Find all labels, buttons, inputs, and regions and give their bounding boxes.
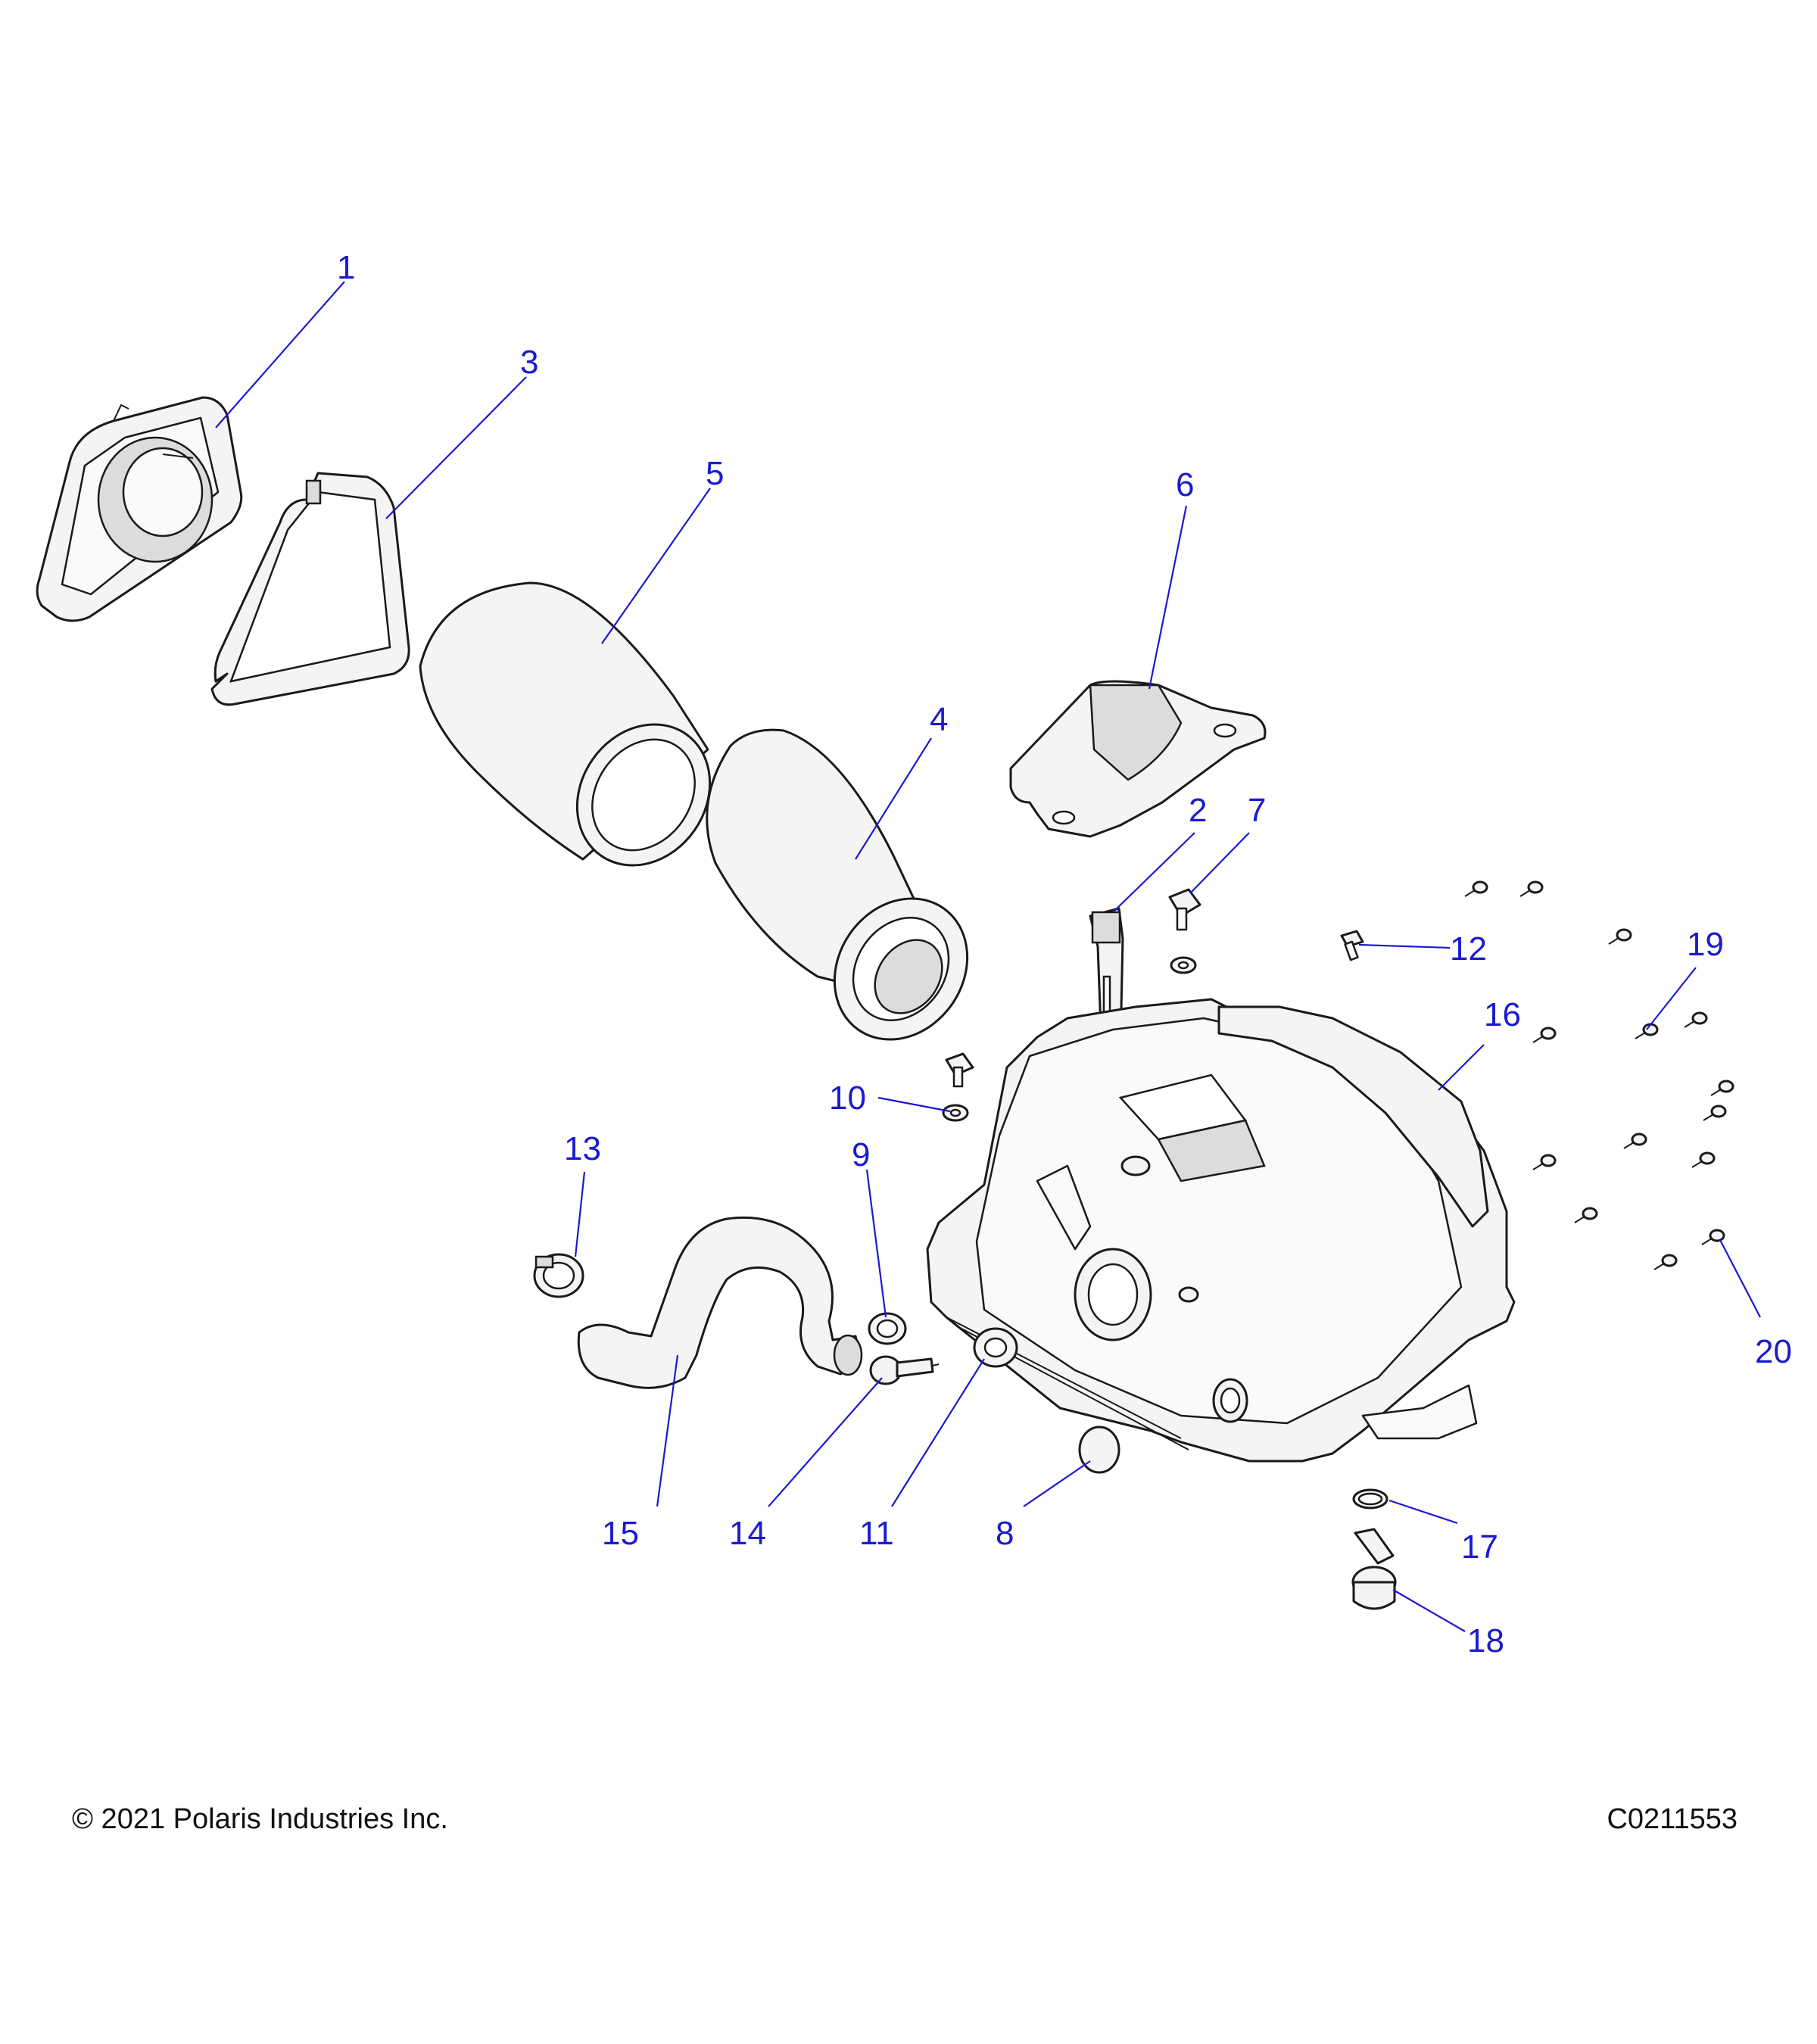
callouts: 1 3 5 6 4 2 7 12 19 16 10 13 9 20 15 14 … [337,249,1792,1659]
part-4-air-filter [706,728,969,1041]
callout-15: 15 [602,1515,639,1552]
part-1-intake-adapter [36,396,243,622]
callout-8: 8 [996,1515,1014,1552]
part-17-oring [1352,1488,1388,1510]
callout-19: 19 [1687,926,1724,963]
callout-10: 10 [829,1080,866,1117]
callout-18: 18 [1467,1622,1504,1659]
part-18-drain-valve [1351,1528,1397,1610]
part-9-clamp [868,1312,907,1345]
callout-4: 4 [930,701,948,738]
part-13-clamp [533,1253,584,1298]
screw [1464,880,1734,1270]
copyright-notice: © 2021 Polaris Industries Inc. [72,1803,448,1835]
part-12-bolt [1340,930,1364,961]
callout-13: 13 [564,1130,601,1167]
callout-11: 11 [859,1515,894,1552]
part-11-grommet [973,1327,1018,1368]
callout-5: 5 [706,455,724,492]
part-6-cover-plate [1009,680,1267,838]
screw-set-19-20 [1464,880,1734,1270]
part-10-bolt [942,1052,974,1122]
part-8-plug [1078,1426,1120,1474]
part-15-hose [577,1216,863,1389]
part-7-bolt [1168,888,1201,974]
part-3-gasket [210,472,410,706]
part-14-valve [869,1355,940,1385]
callout-12: 12 [1450,930,1487,967]
leader-lines [215,281,1761,1632]
callout-2: 2 [1189,792,1207,829]
drawing-number: C0211553 [1607,1803,1738,1835]
callout-3: 3 [520,344,538,381]
part-5-prefilter-sleeve [419,581,712,867]
callout-16: 16 [1484,996,1521,1033]
callout-20: 20 [1755,1333,1792,1370]
callout-7: 7 [1248,792,1266,829]
callout-17: 17 [1461,1528,1498,1566]
callout-14: 14 [729,1515,766,1552]
callout-9: 9 [852,1136,870,1173]
part-16-airbox [926,998,1516,1463]
callout-1: 1 [337,249,355,286]
callout-6: 6 [1176,466,1194,503]
